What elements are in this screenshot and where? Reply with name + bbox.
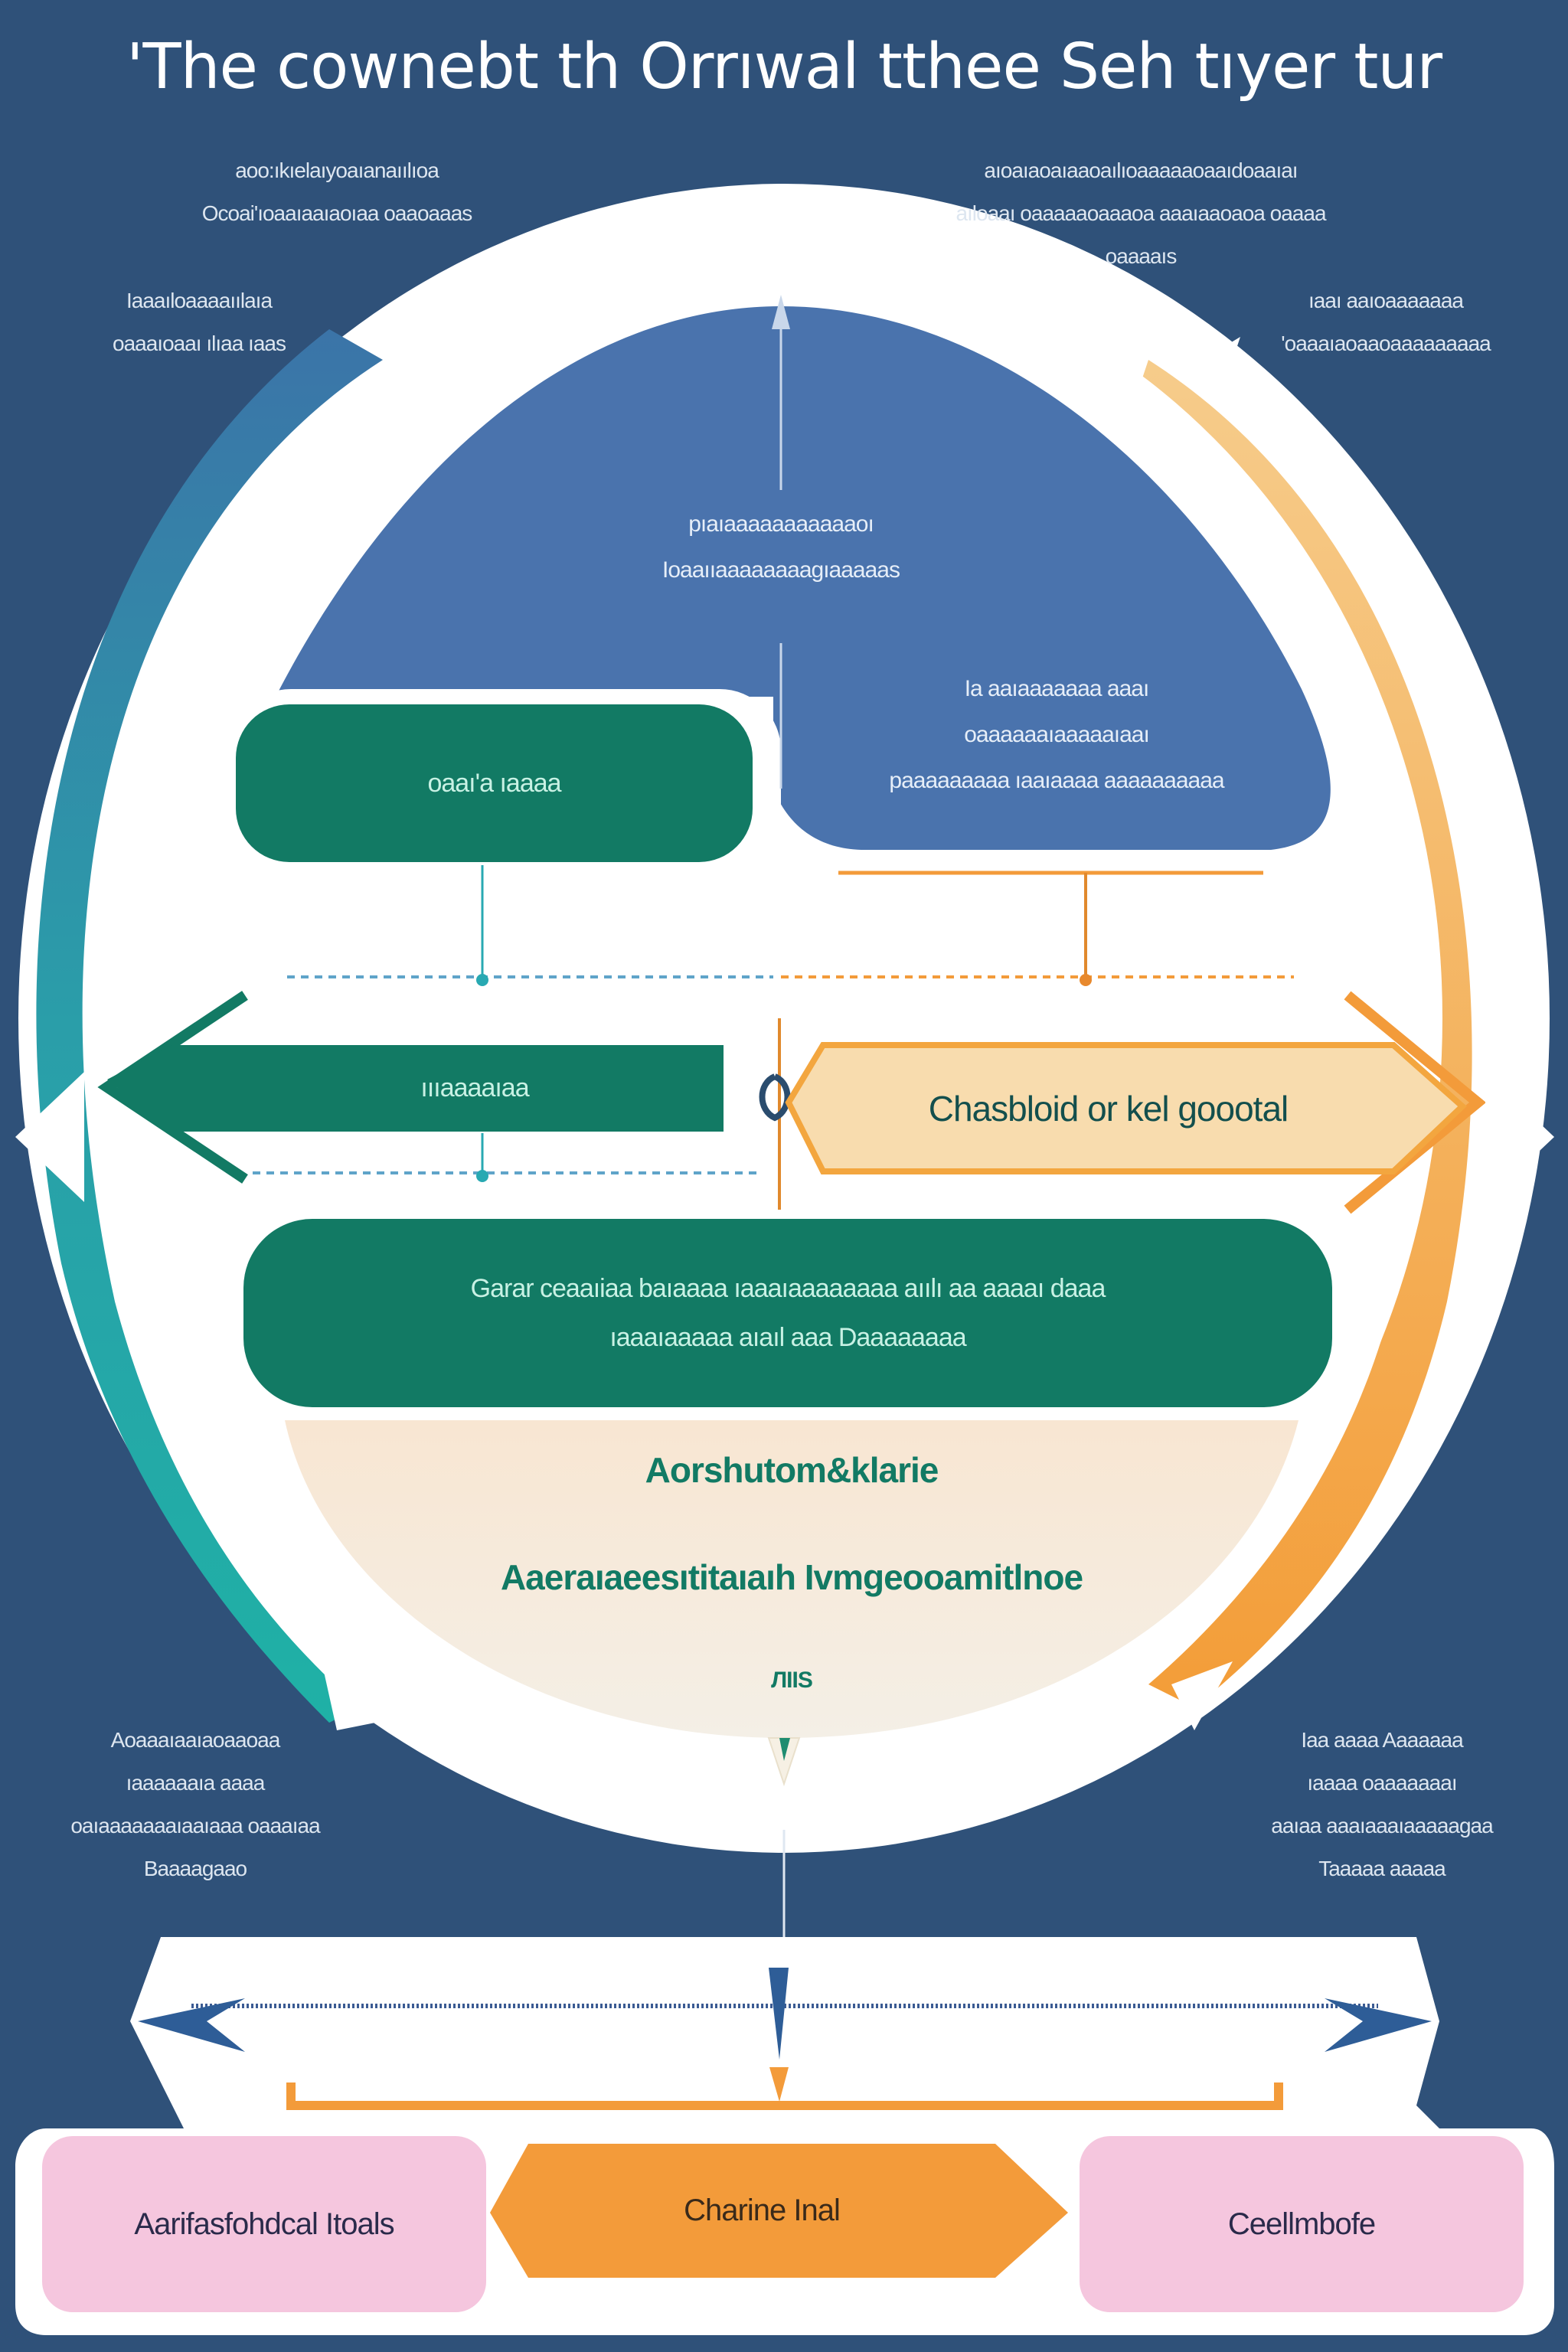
left-double-arrow-icon (138, 1998, 245, 2052)
green-top-box-label: oaaı'a ıaaaa (427, 768, 561, 798)
diagram-title: 'The cownebt th Orrıwal tthee Seh tıyer … (126, 31, 1442, 103)
green-wide-box (243, 1219, 1332, 1407)
cream-title: Aorshutom&klarie (645, 1450, 939, 1490)
bottom-left-label: Aarifasfohdcal Itoals (134, 2207, 394, 2241)
peach-right-arrow-box (785, 1042, 1467, 1174)
loop-icon (759, 1073, 791, 1122)
bottom-center-label: Charine Inal (684, 2194, 841, 2227)
top-left-arrow-icon (505, 249, 582, 291)
left-side-arrow-icon (15, 1072, 84, 1202)
bottom-center-box (490, 2144, 1068, 2278)
note-top-left: aoo:ıkıelaıyoaıanaıılıoa Ocoai'ıoaaıaaıa… (201, 158, 473, 225)
green-left-arrow-box (107, 1045, 724, 1132)
dome-right-text: Ia aaıaaaaaaa aaaı oaaaaaaıaaaaaıaaı paa… (889, 676, 1224, 793)
top-dome (276, 306, 1331, 850)
note-top-right: aıoaıaoaıaaoaılıoaaaaaoaaıdoaaıaı aıloaa… (956, 158, 1326, 268)
bottom-left-arrow-icon (322, 1661, 375, 1730)
green-top-box (236, 704, 753, 862)
orange-cycle-arrow (1133, 360, 1472, 1707)
note-upper-right: ıaaı aaıoaaaaaaa 'oaaaıaoaaoaaaaaaaaa (1281, 289, 1491, 355)
right-double-arrow-icon (1325, 1998, 1432, 2052)
cream-subtitle: Aaeraıaeesıtitaıaıh Ivmgeooamitlnoe (500, 1557, 1083, 1597)
dome-center-text: pıaıaaaaaaaaaaaoı Ioaaııaaaaaaaagıaaaaas (662, 511, 900, 583)
note-upper-left: Iaaaıloaaaaıılaıa oaaaıoaaı ılıaa ıaas (113, 289, 286, 355)
right-side-arrow-icon (1485, 1072, 1554, 1202)
peach-right-arrow-label: Chasbloid or kel goootal (928, 1088, 1289, 1129)
cream-bowl (285, 1420, 1298, 1738)
bottom-right-box (1080, 2136, 1524, 2312)
bottom-right-arrow-icon (1171, 1661, 1233, 1730)
note-lower-left: Aoaaaıaaıaoaaoaa ıaaaaaaıa aaaa oaıaaaaa… (70, 1728, 320, 1880)
note-lower-right: Iaa aaaa Aaaaaaa ıaaaa oaaaaaaaı aaıaa a… (1271, 1728, 1493, 1880)
cream-small-label: ЛIIS (771, 1668, 813, 1693)
bottom-right-label: Ceellmbofe (1227, 2207, 1376, 2241)
green-wide-box-label: Garar ceaaıiaa baıaaaa ıaaaıaaaaaaaa aıı… (470, 1274, 1106, 1352)
green-left-arrow-label: ıııaaaaıaa (420, 1073, 529, 1102)
top-right-arrow-icon (1202, 337, 1240, 383)
bottom-left-box (42, 2136, 486, 2312)
teal-cycle-arrow (36, 329, 383, 1723)
up-arrow-icon (772, 295, 790, 329)
center-down-arrow-icon (769, 1968, 789, 2060)
